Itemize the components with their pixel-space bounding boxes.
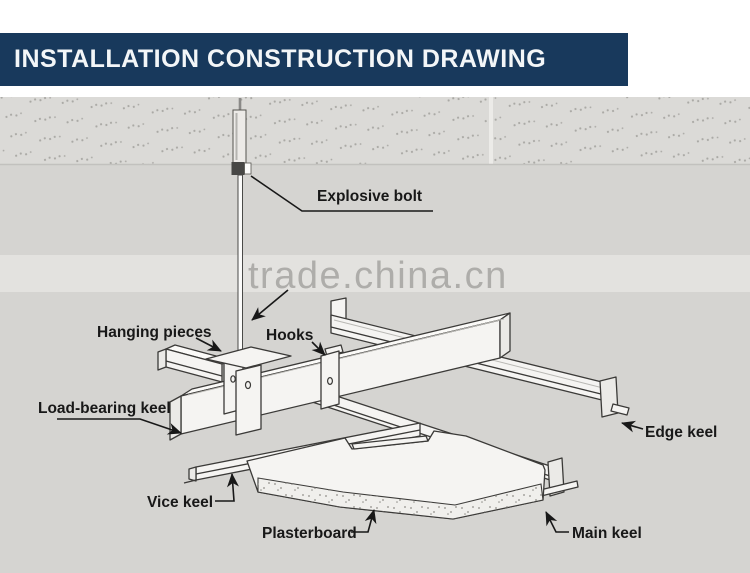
construction-drawing: Explosive bolt Hanging pieces Hooks Load… — [0, 97, 750, 573]
watermark-band — [0, 255, 750, 292]
watermark-text: trade.china.cn — [248, 255, 508, 297]
label-hooks: Hooks — [266, 327, 313, 344]
label-edge-keel: Edge keel — [645, 424, 717, 441]
page-title: INSTALLATION CONSTRUCTION DRAWING — [0, 33, 628, 86]
hanger-rod — [237, 174, 243, 360]
plasterboard — [246, 430, 546, 520]
vice-keel-leader — [215, 473, 239, 502]
label-explosive-bolt: Explosive bolt — [317, 188, 422, 205]
edge-keel-leader — [621, 420, 644, 433]
label-vice-keel: Vice keel — [147, 494, 213, 511]
hanging-pieces-leader — [195, 337, 222, 352]
explosive-bolt — [231, 98, 252, 175]
notch-bar — [351, 435, 429, 450]
ceiling-slab — [0, 97, 750, 166]
hooks-leader — [311, 341, 326, 356]
label-load-bearing-keel: Load-bearing keel — [38, 400, 171, 417]
explosive-bolt-leader — [250, 175, 433, 212]
label-hanging-pieces: Hanging pieces — [97, 324, 212, 341]
hanging-piece-plate — [205, 346, 292, 369]
hook — [320, 344, 344, 410]
label-plasterboard: Plasterboard — [262, 525, 357, 542]
rod-pointer — [251, 289, 289, 321]
main-keel-leader — [545, 511, 569, 533]
hanging-piece — [223, 357, 262, 436]
label-main-keel: Main keel — [572, 525, 642, 542]
leader-lines — [57, 175, 644, 533]
plasterboard-leader — [351, 509, 377, 533]
load-bearing-keel-leader — [57, 418, 182, 435]
